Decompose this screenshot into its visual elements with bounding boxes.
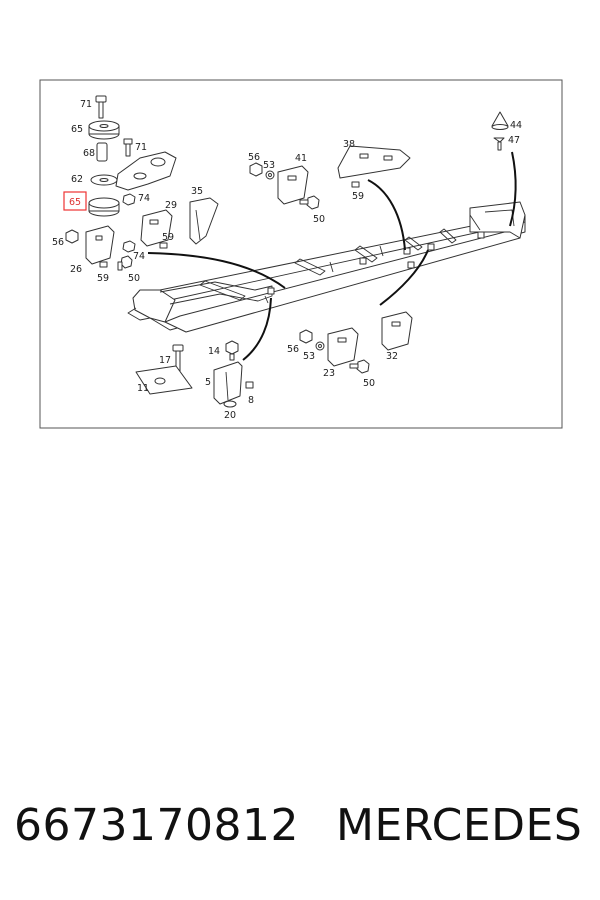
- part-59-bolt-b: [99, 261, 108, 268]
- label-41: 41: [295, 153, 307, 164]
- label-50: 50: [363, 378, 375, 389]
- part-50-bolt-c: [349, 359, 370, 374]
- part-number: 6673170812: [14, 800, 299, 851]
- label-65-highlighted: 65: [69, 197, 81, 208]
- label-38: 38: [343, 139, 355, 150]
- label-53: 53: [303, 351, 315, 362]
- part-20-nut: [223, 400, 237, 408]
- label-50: 50: [128, 273, 140, 284]
- part-38-bracket: [337, 145, 411, 179]
- part-23-bracket: [327, 327, 359, 367]
- label-26: 26: [70, 264, 82, 275]
- label-59: 59: [162, 232, 174, 243]
- label-29: 29: [165, 200, 177, 211]
- part-71-bolt-small: [123, 138, 133, 157]
- label-11: 11: [137, 383, 149, 394]
- part-32-bracket: [381, 311, 413, 351]
- label-35: 35: [191, 186, 203, 197]
- label-56: 56: [287, 344, 299, 355]
- part-56-nut-c: [299, 329, 313, 344]
- part-8-nut: [245, 381, 254, 389]
- label-5: 5: [205, 377, 211, 388]
- part-53-washer: [265, 170, 275, 180]
- label-68: 68: [83, 148, 95, 159]
- label-62: 62: [71, 174, 83, 185]
- part-71-bolt: [95, 95, 107, 119]
- part-5-bracket: [213, 361, 243, 405]
- label-74: 74: [138, 193, 150, 204]
- brand-name: MERCEDES: [336, 800, 583, 851]
- label-50: 50: [313, 214, 325, 225]
- part-29-bracket: [140, 209, 173, 247]
- part-11-plate: [135, 365, 193, 395]
- part-59-bolt: [159, 242, 168, 249]
- label-53: 53: [263, 160, 275, 171]
- chassis-frame: [127, 201, 526, 333]
- label-8: 8: [248, 395, 254, 406]
- part-53-washer-b: [315, 341, 325, 351]
- part-41-bracket: [277, 165, 309, 205]
- label-14: 14: [208, 346, 220, 357]
- label-44: 44: [510, 120, 522, 131]
- label-47: 47: [508, 135, 520, 146]
- part-68-sleeve: [96, 142, 108, 162]
- part-62-bracket: [115, 151, 177, 191]
- label-17: 17: [159, 355, 171, 366]
- label-71: 71: [135, 142, 147, 153]
- label-71: 71: [80, 99, 92, 110]
- label-32: 32: [386, 351, 398, 362]
- part-65-rubber-mount-upper: [88, 120, 120, 140]
- highlight-box: [63, 191, 87, 211]
- part-56-nut-b: [249, 162, 263, 177]
- part-26-bracket: [85, 225, 115, 265]
- part-74-nut: [122, 193, 136, 206]
- label-23: 23: [323, 368, 335, 379]
- label-56: 56: [248, 152, 260, 163]
- part-47-screw: [493, 137, 505, 151]
- part-65-rubber-mount-lower: [88, 174, 120, 217]
- part-44-cone: [491, 111, 509, 130]
- part-14-bolt: [225, 340, 239, 361]
- pointer-arrows: [147, 151, 517, 361]
- part-59-bolt-c: [351, 181, 360, 188]
- label-65: 65: [71, 124, 83, 135]
- diagram-frame: [39, 79, 563, 429]
- label-74: 74: [133, 251, 145, 262]
- part-35-bracket: [189, 197, 219, 245]
- label-56: 56: [52, 237, 64, 248]
- part-50-bolt-b: [299, 195, 320, 210]
- part-56-nut: [65, 229, 79, 244]
- part-50-bolt: [117, 255, 133, 271]
- part-74-nut-b: [122, 240, 136, 253]
- label-20: 20: [224, 410, 236, 421]
- label-59: 59: [352, 191, 364, 202]
- label-59: 59: [97, 273, 109, 284]
- callout-labels: 71 65 71 68 62 65 74 29 35 56 59 74 26 5…: [52, 99, 522, 421]
